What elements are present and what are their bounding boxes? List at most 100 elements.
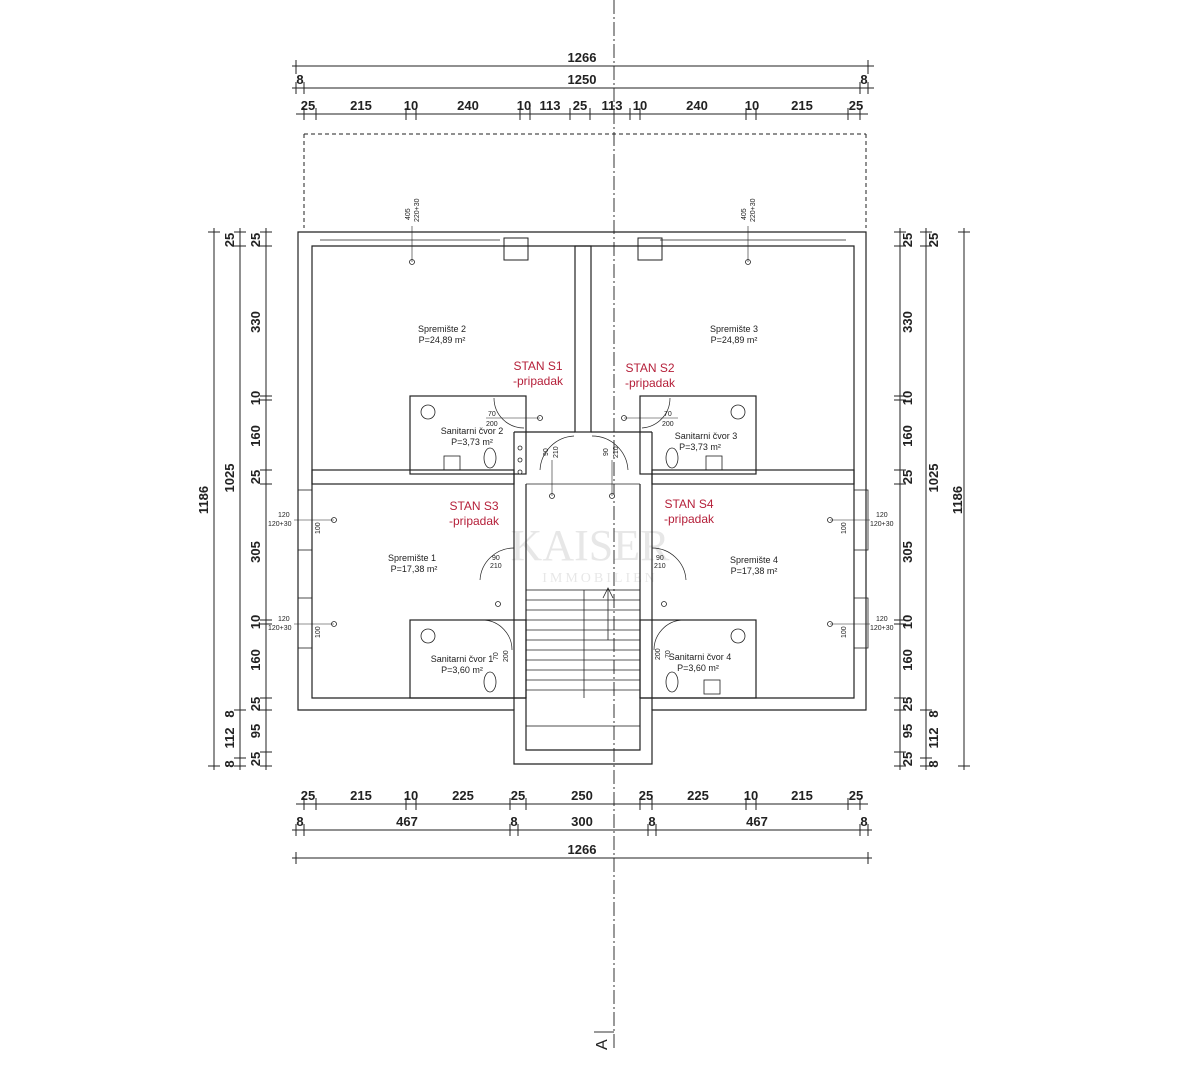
svg-text:200: 200: [662, 421, 674, 428]
dim-top-end-left: 8: [296, 72, 303, 87]
svg-text:330: 330: [248, 311, 263, 333]
room-name: Sanitarni čvor 2: [441, 426, 504, 436]
svg-text:95: 95: [248, 724, 263, 738]
svg-text:120: 120: [876, 512, 888, 519]
unit-label: STAN S1: [513, 359, 562, 373]
unit-sub: -pripadak: [449, 514, 500, 528]
svg-text:90: 90: [603, 448, 610, 456]
svg-text:8: 8: [296, 814, 303, 829]
unit-label: STAN S4: [664, 497, 713, 511]
svg-text:112: 112: [222, 728, 237, 749]
bathrooms: [409, 395, 757, 699]
top-dimensions: [292, 60, 874, 228]
svg-text:8: 8: [860, 814, 867, 829]
svg-text:100: 100: [841, 626, 848, 638]
svg-text:100: 100: [841, 522, 848, 534]
room-area: P=3,60 m²: [677, 663, 719, 673]
svg-text:215: 215: [350, 98, 372, 113]
svg-text:215: 215: [791, 788, 813, 803]
dim-top-inner: 1250: [568, 72, 597, 87]
svg-text:330: 330: [900, 311, 915, 333]
svg-text:210: 210: [490, 563, 502, 570]
svg-text:25: 25: [900, 233, 915, 247]
svg-text:25: 25: [639, 788, 653, 803]
svg-text:160: 160: [248, 649, 263, 671]
svg-text:1025: 1025: [222, 464, 237, 493]
room-area: P=3,73 m²: [451, 437, 493, 447]
svg-text:10: 10: [517, 98, 531, 113]
svg-text:70: 70: [493, 652, 500, 660]
svg-text:305: 305: [248, 541, 263, 563]
svg-text:25: 25: [248, 697, 263, 711]
svg-text:200: 200: [503, 650, 510, 662]
svg-text:305: 305: [900, 541, 915, 563]
svg-text:70: 70: [665, 650, 672, 658]
svg-text:25: 25: [900, 752, 915, 766]
dim-right-mid: 25 1025 8 112 8: [926, 233, 941, 768]
svg-text:240: 240: [686, 98, 708, 113]
unit-sub: -pripadak: [513, 374, 564, 388]
svg-text:10: 10: [900, 391, 915, 405]
svg-text:25: 25: [248, 233, 263, 247]
svg-text:90: 90: [492, 555, 500, 562]
svg-text:25: 25: [926, 233, 941, 247]
svg-text:120: 120: [278, 512, 290, 519]
svg-text:10: 10: [744, 788, 758, 803]
watermark-sub: IMMOBILIEN: [542, 571, 658, 586]
svg-text:25: 25: [301, 98, 315, 113]
svg-text:95: 95: [900, 724, 915, 738]
dim-left-chain: 25 330 10 160 25 305 10 160 25 95 25: [248, 233, 263, 766]
svg-text:8: 8: [648, 814, 655, 829]
svg-text:225: 225: [687, 788, 709, 803]
svg-text:215: 215: [791, 98, 813, 113]
dim-top-end-right: 8: [860, 72, 867, 87]
room-area: P=17,38 m²: [731, 566, 778, 576]
svg-text:467: 467: [746, 814, 768, 829]
svg-text:25: 25: [222, 233, 237, 247]
svg-text:8: 8: [926, 760, 941, 767]
svg-text:160: 160: [900, 425, 915, 447]
dim-bottom-chain: 25 215 10 225 25 250 25 225 10 215 25: [301, 788, 863, 803]
svg-text:8: 8: [510, 814, 517, 829]
room-name: Sanitarni čvor 3: [675, 431, 738, 441]
room-name: Spremište 3: [710, 324, 758, 334]
svg-text:215: 215: [350, 788, 372, 803]
svg-text:8: 8: [926, 710, 941, 717]
watermark-brand: KAISER: [511, 521, 671, 570]
room-area: P=17,38 m²: [391, 564, 438, 574]
svg-text:8: 8: [222, 760, 237, 767]
svg-text:120+30: 120+30: [268, 625, 292, 632]
dim-top-chain: 25 215 10 240 10 113 25 113 10 240 10 21…: [301, 98, 863, 113]
svg-text:8: 8: [222, 710, 237, 717]
dim-left-total: 1186: [196, 486, 211, 514]
svg-text:25: 25: [511, 788, 525, 803]
right-dimensions: [894, 228, 970, 770]
room-name: Spremište 2: [418, 324, 466, 334]
room-name: Spremište 4: [730, 555, 778, 565]
unit-label: STAN S3: [449, 499, 498, 513]
svg-text:70: 70: [488, 411, 496, 418]
svg-text:1025: 1025: [926, 464, 941, 493]
svg-text:405: 405: [405, 208, 412, 220]
room-area: P=24,89 m²: [419, 335, 466, 345]
dim-left-mid: 25 1025 8 112 8: [222, 233, 237, 768]
svg-text:120+30: 120+30: [268, 521, 292, 528]
watermark: KAISER IMMOBILIEN: [511, 521, 671, 586]
svg-text:10: 10: [633, 98, 647, 113]
room-area: P=3,60 m²: [441, 665, 483, 675]
svg-text:210: 210: [613, 446, 620, 458]
svg-text:25: 25: [248, 470, 263, 484]
svg-text:10: 10: [248, 615, 263, 629]
svg-text:113: 113: [602, 98, 623, 113]
dim-right-chain: 25 330 10 160 25 305 10 160 25 95 25: [900, 233, 915, 766]
svg-text:10: 10: [248, 391, 263, 405]
svg-text:300: 300: [571, 814, 593, 829]
svg-text:250: 250: [571, 788, 593, 803]
section-marker: A: [594, 1039, 611, 1050]
room-name: Sanitarni čvor 4: [669, 652, 732, 662]
left-dimensions: [208, 228, 272, 770]
bottom-dimensions: [292, 798, 872, 864]
svg-text:405: 405: [741, 208, 748, 220]
building-walls: [297, 231, 869, 765]
dim-top-total: 1266: [568, 50, 597, 65]
